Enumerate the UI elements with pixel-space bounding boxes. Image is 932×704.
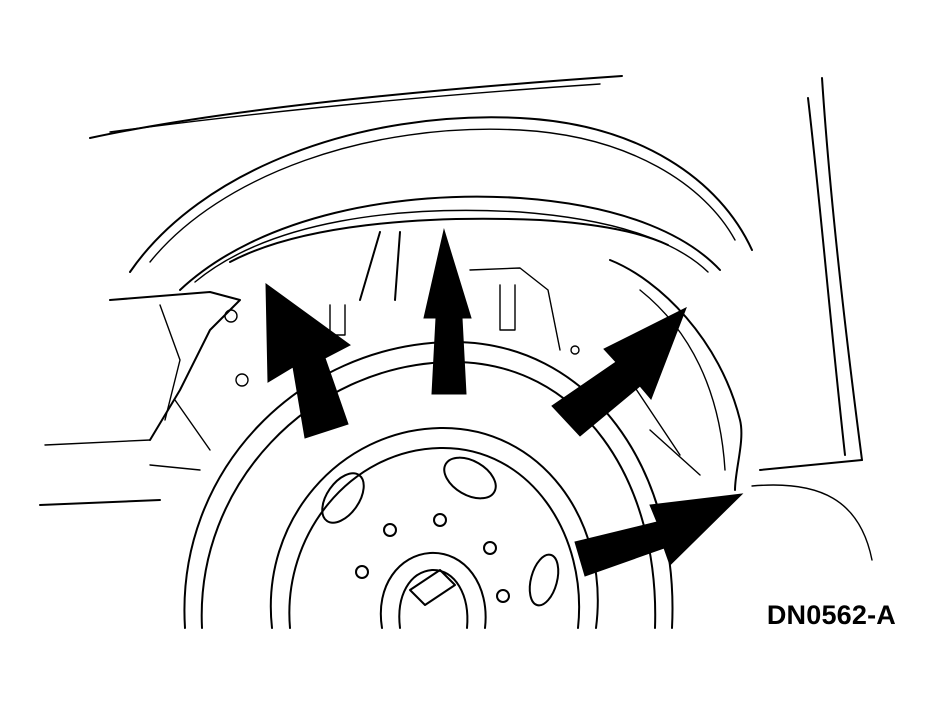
arrow-4-icon (574, 493, 744, 577)
wheel-rim (269, 426, 599, 629)
arrow-3-icon (551, 306, 687, 437)
fender-arch (179, 195, 721, 291)
wheel-well-liner (109, 231, 743, 491)
arrow-1-icon (265, 283, 351, 439)
removal-arrows (265, 228, 744, 577)
arrow-2-icon (423, 228, 472, 395)
body-panel-lines (39, 75, 873, 561)
figure-id-label: DN0562-A (766, 600, 896, 630)
